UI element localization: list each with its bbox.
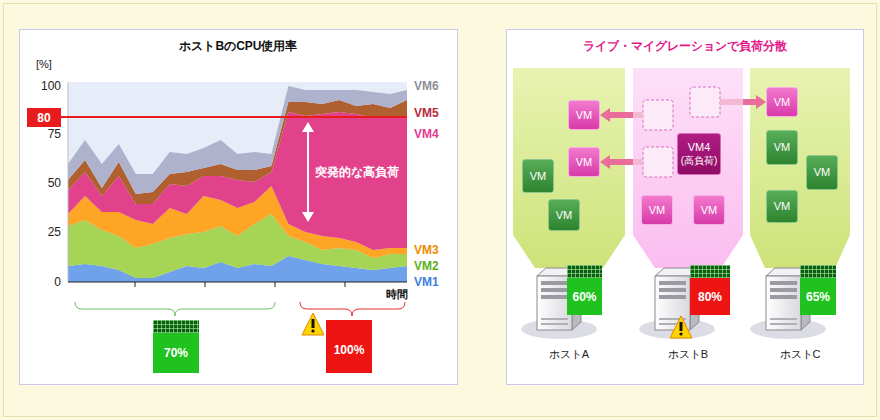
plot-area bbox=[68, 82, 407, 282]
vm-label: VM bbox=[701, 204, 718, 217]
vm-box: VM bbox=[806, 155, 838, 190]
cpu-gauge: 80% bbox=[690, 265, 730, 315]
axis-label: 0 bbox=[54, 275, 61, 289]
vm-box: VM bbox=[522, 159, 554, 193]
band-fill bbox=[513, 68, 625, 268]
series-area bbox=[68, 86, 407, 194]
connector-line bbox=[743, 99, 756, 105]
label-wrap: 50 bbox=[48, 176, 61, 190]
vm-label: VM bbox=[556, 209, 573, 222]
label-wrap: 25 bbox=[48, 225, 61, 239]
value-label: 80% bbox=[698, 290, 722, 304]
series-label: VM2 bbox=[414, 259, 439, 273]
vm-box: VM bbox=[641, 195, 673, 225]
series-area bbox=[68, 112, 407, 250]
axis-label: 75 bbox=[48, 127, 61, 141]
panel-title: ライブ・マイグレーションで負荷分散 bbox=[507, 39, 863, 53]
band-fill bbox=[633, 68, 743, 268]
host-band: ホストCVMVMVMVM bbox=[750, 68, 850, 268]
axis-label: 50 bbox=[48, 176, 61, 190]
vm-label: VM bbox=[774, 200, 791, 213]
vm-box: VM4(高負荷) bbox=[677, 133, 722, 175]
x-axis bbox=[68, 282, 407, 283]
annotation: 時間 bbox=[386, 287, 408, 302]
usage-box: 100% bbox=[326, 320, 372, 373]
axis-label: 100 bbox=[41, 79, 61, 93]
axis-label: [%] bbox=[36, 58, 52, 70]
vm-box: VM bbox=[568, 147, 600, 177]
value-label: 65% bbox=[806, 290, 830, 304]
vm-label: VM bbox=[530, 170, 547, 183]
cpu-gauge: 60% bbox=[567, 265, 602, 315]
vm-label: VM bbox=[814, 166, 831, 179]
series-label: VM5 bbox=[414, 106, 439, 120]
value-label: 80 bbox=[37, 111, 50, 125]
value-label: 60% bbox=[572, 290, 596, 304]
connector-line bbox=[610, 159, 633, 165]
vm-label: VM bbox=[774, 141, 791, 154]
label-wrap: VM5 bbox=[414, 106, 439, 120]
series-label: VM6 bbox=[414, 79, 439, 93]
label-wrap: [%] bbox=[36, 58, 52, 70]
warning-icon bbox=[670, 316, 692, 338]
threshold-box: 80 bbox=[27, 108, 61, 127]
host-label: ホストB bbox=[633, 347, 743, 361]
vm-box: VM bbox=[693, 195, 725, 225]
vm-box: VM bbox=[766, 87, 798, 117]
connector-line bbox=[610, 112, 633, 118]
host-label-wrap: ホストB bbox=[633, 347, 743, 361]
value-label: 70% bbox=[164, 346, 188, 360]
threshold-line bbox=[61, 116, 407, 118]
host-label: ホストC bbox=[750, 347, 850, 361]
frame bbox=[4, 4, 877, 417]
usage-box: 70% bbox=[153, 320, 199, 373]
series-label: VM4 bbox=[414, 127, 439, 141]
vm-label: VM bbox=[774, 96, 791, 109]
y-axis bbox=[68, 82, 69, 282]
band-fill bbox=[750, 68, 850, 268]
vm-box: VM bbox=[568, 100, 600, 130]
host-label-wrap: ホストA bbox=[513, 347, 625, 361]
vm-box: VM bbox=[548, 199, 580, 231]
label-wrap: VM1 bbox=[414, 275, 439, 289]
vm-box: VM bbox=[766, 130, 798, 165]
vm-label: VM bbox=[576, 156, 593, 169]
label-wrap: 100 bbox=[41, 79, 61, 93]
panel-title: ホストBのCPU使用率 bbox=[20, 39, 457, 53]
vm-box: VM bbox=[766, 190, 798, 223]
label-wrap: 時間 bbox=[386, 287, 408, 302]
series-label: VM3 bbox=[414, 243, 439, 257]
cpu-gauge: 65% bbox=[800, 265, 836, 315]
label-wrap: VM2 bbox=[414, 259, 439, 273]
vm-label: VM4 bbox=[688, 141, 711, 154]
annotation: 突発的な高負荷 bbox=[315, 164, 399, 181]
stacked-areas bbox=[68, 86, 407, 282]
host-label-wrap: ホストC bbox=[750, 347, 850, 361]
label-wrap: VM4 bbox=[414, 127, 439, 141]
spike-arrow bbox=[302, 122, 314, 222]
vm-label: VM bbox=[649, 204, 666, 217]
host-label: ホストA bbox=[513, 347, 625, 361]
vm-label: (高負荷) bbox=[681, 154, 718, 167]
series-label: VM1 bbox=[414, 275, 439, 289]
vm-label: VM bbox=[576, 109, 593, 122]
label-wrap: 0 bbox=[54, 275, 61, 289]
label-wrap: 75 bbox=[48, 127, 61, 141]
label-wrap: VM6 bbox=[414, 79, 439, 93]
value-label: 100% bbox=[334, 343, 365, 357]
axis-label: 25 bbox=[48, 225, 61, 239]
label-wrap: 突発的な高負荷 bbox=[315, 164, 399, 181]
label-wrap: VM3 bbox=[414, 243, 439, 257]
host-band: ホストAVMVMVMVM bbox=[513, 68, 625, 268]
